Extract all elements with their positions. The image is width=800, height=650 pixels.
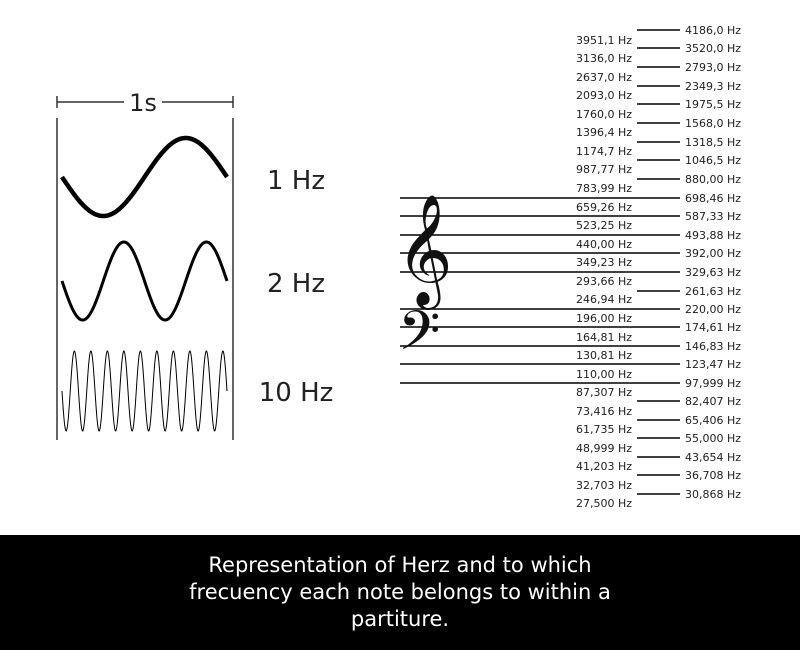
wave-10hz — [61, 350, 228, 432]
frequency-label: 196,00 Hz — [576, 312, 632, 325]
frequency-label: 698,46 Hz — [685, 192, 741, 205]
frequency-label: 82,407 Hz — [685, 395, 741, 408]
frequency-label: 659,26 Hz — [576, 201, 632, 214]
wave-2hz — [60, 240, 229, 322]
frequency-label: 392,00 Hz — [685, 247, 741, 260]
frequency-label: 1760,0 Hz — [576, 108, 632, 121]
frequency-label: 293,66 Hz — [576, 275, 632, 288]
frequency-label: 4186,0 Hz — [685, 24, 741, 37]
frequency-label: 3951,1 Hz — [576, 34, 632, 47]
frequency-label: 65,406 Hz — [685, 414, 741, 427]
frequency-label: 2637,0 Hz — [576, 71, 632, 84]
frequency-label: 2349,3 Hz — [685, 80, 741, 93]
frequency-label: 41,203 Hz — [576, 460, 632, 473]
frequency-label: 523,25 Hz — [576, 219, 632, 232]
wave-label-2hz: 2 Hz — [267, 269, 325, 299]
frequency-label: 1568,0 Hz — [685, 117, 741, 130]
frequency-label: 440,00 Hz — [576, 238, 632, 251]
frequency-column-left: 3951,1 Hz 3136,0 Hz 2637,0 Hz 2093,0 Hz … — [576, 34, 632, 510]
wave-label-1hz: 1 Hz — [267, 166, 325, 196]
frequency-label: 987,77 Hz — [576, 163, 632, 176]
ledger-lines-top — [637, 29, 680, 180]
frequency-label: 1975,5 Hz — [685, 98, 741, 111]
frequency-label: 783,99 Hz — [576, 182, 632, 195]
frequency-label: 30,868 Hz — [685, 488, 741, 501]
frequency-label: 2793,0 Hz — [685, 61, 741, 74]
frequency-label: 146,83 Hz — [685, 340, 741, 353]
wave-1hz — [60, 135, 229, 219]
frequency-label: 493,88 Hz — [685, 229, 741, 242]
frequency-label: 3136,0 Hz — [576, 52, 632, 65]
frequency-label: 73,416 Hz — [576, 405, 632, 418]
hertz-diagram: 1s 1 Hz 2 Hz 10 Hz 𝄞 𝄢 — [56, 24, 741, 510]
frequency-label: 61,735 Hz — [576, 423, 632, 436]
frequency-label: 349,23 Hz — [576, 256, 632, 269]
frequency-label: 48,999 Hz — [576, 442, 632, 455]
frequency-label: 97,999 Hz — [685, 377, 741, 390]
wave-label-10hz: 10 Hz — [259, 378, 334, 408]
frequency-label: 246,94 Hz — [576, 293, 632, 306]
frequency-label: 880,00 Hz — [685, 173, 741, 186]
frequency-label: 32,703 Hz — [576, 479, 632, 492]
frequency-column-right: 4186,0 Hz 3520,0 Hz 2793,0 Hz 2349,3 Hz … — [685, 24, 741, 501]
frequency-label: 3520,0 Hz — [685, 42, 741, 55]
frequency-label: 110,00 Hz — [576, 368, 632, 381]
frequency-label: 123,47 Hz — [685, 358, 741, 371]
frequency-label: 174,61 Hz — [685, 321, 741, 334]
time-scale — [56, 96, 234, 440]
frequency-label: 55,000 Hz — [685, 432, 741, 445]
caption-bar: Representation of Herz and to which frec… — [0, 535, 800, 650]
frequency-label: 164,81 Hz — [576, 331, 632, 344]
frequency-label: 36,708 Hz — [685, 469, 741, 482]
frequency-label: 1174,7 Hz — [576, 145, 632, 158]
frequency-label: 2093,0 Hz — [576, 89, 632, 102]
frequency-label: 1046,5 Hz — [685, 154, 741, 167]
frequency-label: 87,307 Hz — [576, 386, 632, 399]
frequency-label: 1318,5 Hz — [685, 136, 741, 149]
caption: Representation of Herz and to which frec… — [189, 553, 611, 631]
frequency-label: 329,63 Hz — [685, 266, 741, 279]
ledger-lines-bottom — [637, 400, 680, 495]
frequency-label: 220,00 Hz — [685, 303, 741, 316]
time-scale-label: 1s — [129, 89, 157, 117]
frequency-label: 130,81 Hz — [576, 349, 632, 362]
treble-clef-icon: 𝄞 — [396, 193, 453, 310]
frequency-label: 1396,4 Hz — [576, 126, 632, 139]
frequency-label: 27,500 Hz — [576, 497, 632, 510]
bass-clef-icon: 𝄢 — [398, 299, 440, 376]
frequency-label: 261,63 Hz — [685, 285, 741, 298]
frequency-label: 587,33 Hz — [685, 210, 741, 223]
grand-staff — [400, 197, 680, 384]
frequency-label: 43,654 Hz — [685, 451, 741, 464]
